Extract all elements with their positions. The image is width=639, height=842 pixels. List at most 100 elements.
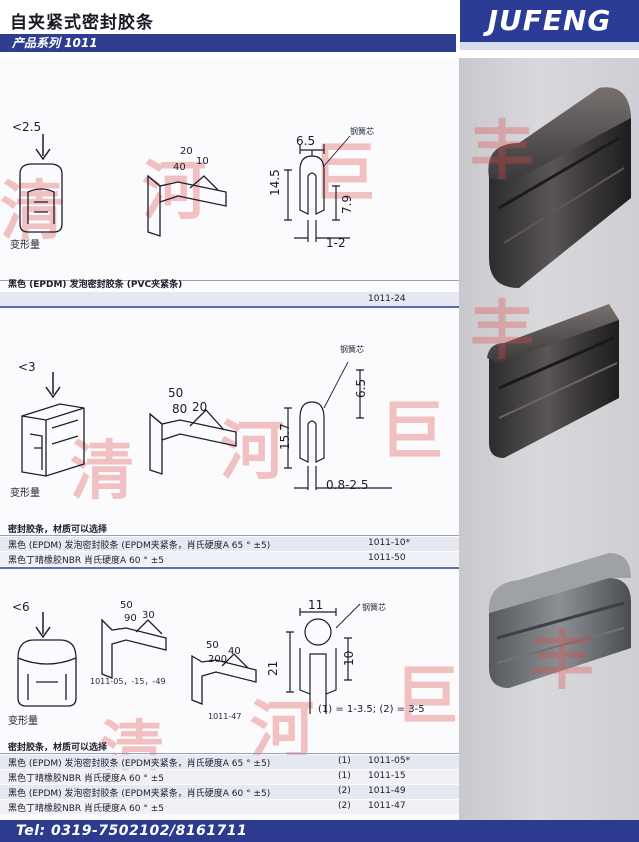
brand-logo-underline bbox=[460, 42, 639, 50]
section1-angle: 20 bbox=[180, 146, 193, 157]
page-title: 自夹紧式密封胶条 bbox=[10, 13, 154, 33]
section3-dim-inner: 10 bbox=[342, 650, 356, 666]
section3-row-band bbox=[0, 800, 459, 814]
section1-clip-angle-drawing bbox=[147, 174, 227, 237]
section2-heading: 密封胶条，材质可以选择 bbox=[8, 525, 108, 535]
section1-angle: 10 bbox=[196, 156, 209, 167]
section2-angle: 20 bbox=[192, 400, 208, 414]
section1-dim-width: 6.5 bbox=[296, 134, 316, 148]
section3-dim-height: 21 bbox=[266, 660, 280, 676]
product-photos bbox=[487, 87, 631, 688]
section2-deform-value: <3 bbox=[18, 360, 36, 374]
section2-dim-range: 0.8-2.5 bbox=[326, 478, 369, 492]
watermark-char: 丰 bbox=[470, 294, 534, 369]
section3-row-desc: 黑色 (EPDM) 发泡密封胶条 (EPDM夹紧条，肖氏硬度A 65 ° ±5) bbox=[8, 759, 271, 769]
section3-row-code: 1011-05* bbox=[368, 756, 411, 766]
section3-codes-b: 1011-47 bbox=[208, 712, 242, 721]
section3-row-desc: 黑色丁晴橡胶NBR 肖氏硬度A 60 ° ±5 bbox=[8, 804, 164, 814]
footer-bar bbox=[0, 820, 639, 842]
section3-row-band bbox=[0, 785, 459, 799]
brand-logo-box bbox=[460, 0, 639, 42]
section2-angle: 80 bbox=[172, 402, 188, 416]
product-photo-1011-05 bbox=[488, 553, 631, 688]
section3-row-band bbox=[0, 770, 459, 784]
section3-row-code: 1011-49 bbox=[368, 786, 406, 796]
section3-row-num: (2) bbox=[338, 801, 351, 811]
section1-deform-value: <2.5 bbox=[12, 120, 42, 134]
section3-deform-label: 变形量 bbox=[8, 716, 38, 727]
section3-press-arrow-icon bbox=[35, 612, 51, 639]
section2-deform-label: 变形量 bbox=[10, 488, 40, 499]
section1-row-band bbox=[0, 292, 459, 306]
section3-heading: 密封胶条，材质可以选择 bbox=[8, 743, 108, 753]
section2-row-code: 1011-50 bbox=[368, 553, 406, 563]
section2-rule bbox=[0, 535, 459, 536]
section3-rule bbox=[0, 753, 459, 754]
product-photo-1011-24 bbox=[488, 87, 631, 288]
section3-dim-width: 11 bbox=[308, 598, 324, 612]
product-photo-column bbox=[459, 58, 639, 822]
section2-profile-3d-drawing bbox=[21, 403, 85, 477]
footer-phone: Tel: 0319-7502102/8161711 bbox=[16, 823, 248, 839]
watermark-char: 清 bbox=[0, 174, 64, 249]
section3-angle-b: 200 bbox=[208, 654, 228, 665]
section3-dim-range: (1) = 1-3.5; (2) = 3-5 bbox=[318, 704, 425, 715]
watermark-char: 巨 bbox=[395, 659, 459, 734]
section1-dim-height: 14.5 bbox=[268, 169, 282, 196]
watermark-char: 河 bbox=[220, 414, 284, 489]
section1-press-arrow-icon bbox=[35, 134, 51, 161]
section2-row-desc: 黑色丁晴橡胶NBR 肖氏硬度A 60 ° ±5 bbox=[8, 556, 164, 566]
series-label: 产品系列 1011 bbox=[12, 36, 98, 50]
section2-press-arrow-icon bbox=[45, 372, 61, 399]
brand-logo: JUFENG bbox=[487, 4, 612, 37]
section2-dim-height: 15.7 bbox=[278, 423, 292, 450]
section1-divider bbox=[0, 262, 459, 282]
section3-clip-angle-drawing-b bbox=[191, 653, 257, 705]
section2-bottom-rule bbox=[0, 567, 459, 569]
section3-steel-core-label: 钢簧芯 bbox=[362, 603, 386, 612]
product-photo-1011-10 bbox=[487, 304, 619, 458]
watermark-char: 丰 bbox=[530, 624, 594, 699]
series-band bbox=[0, 34, 456, 52]
section1-deform-label: 变形量 bbox=[10, 240, 40, 251]
section1-code: 1011-24 bbox=[368, 294, 406, 304]
section3-row-num: (1) bbox=[338, 756, 351, 766]
section2-angle: 50 bbox=[168, 386, 184, 400]
section2-steel-core-label: 钢簧芯 bbox=[340, 345, 364, 354]
watermark-char: 丰 bbox=[470, 114, 534, 189]
section3-row-band bbox=[0, 755, 459, 769]
section3-codes-a: 1011-05，-15，-49 bbox=[90, 677, 166, 686]
section1-bottom-rule bbox=[0, 306, 459, 308]
section1-profile-3d-drawing bbox=[19, 163, 63, 233]
section3-angle-b: 40 bbox=[228, 646, 241, 657]
watermark-char: 巨 bbox=[312, 136, 376, 211]
section2-cross-section-drawing bbox=[284, 361, 392, 490]
section1-dim-inner: 7.9 bbox=[340, 194, 354, 214]
section2-dim-width: 6.5 bbox=[354, 378, 368, 398]
section3-row-desc: 黑色丁晴橡胶NBR 肖氏硬度A 60 ° ±5 bbox=[8, 774, 164, 784]
section3-row-code: 1011-47 bbox=[368, 801, 406, 811]
watermark-char: 巨 bbox=[380, 394, 444, 469]
section2-row-desc: 黑色 (EPDM) 发泡密封胶条 (EPDM夹紧条，肖氏硬度A 65 ° ±5) bbox=[8, 541, 271, 551]
watermark-char: 河 bbox=[142, 154, 206, 229]
section3-deform-value: <6 bbox=[12, 600, 30, 614]
section3-row-desc: 黑色 (EPDM) 发泡密封胶条 (EPDM夹紧条，肖氏硬度A 60 ° ±5) bbox=[8, 789, 271, 799]
section3-cross-section-drawing bbox=[286, 603, 361, 714]
section3-row-num: (2) bbox=[338, 786, 351, 796]
section3-angle-a: 90 bbox=[124, 613, 137, 624]
section3-angle-a: 50 bbox=[120, 600, 133, 611]
section1-desc: 黑色 (EPDM) 发泡密封胶条 (PVC夹紧条) bbox=[8, 280, 183, 290]
section3-clip-angle-drawing-a bbox=[101, 618, 167, 679]
section1-steel-core-label: 钢簧芯 bbox=[350, 127, 374, 136]
section1-cross-section-drawing bbox=[284, 135, 351, 242]
section2-row-band bbox=[0, 537, 459, 551]
section1-angle: 40 bbox=[173, 162, 186, 173]
section3-angle-a: 30 bbox=[142, 610, 155, 621]
section1-dim-range: 1-2 bbox=[326, 236, 346, 250]
section2-row-code: 1011-10* bbox=[368, 538, 411, 548]
section2-clip-angle-drawing bbox=[149, 409, 237, 475]
section3-row-code: 1011-15 bbox=[368, 771, 406, 781]
section3-profile-3d-drawing bbox=[17, 639, 77, 707]
watermark-char: 清 bbox=[70, 434, 134, 509]
section2-row-band bbox=[0, 552, 459, 566]
